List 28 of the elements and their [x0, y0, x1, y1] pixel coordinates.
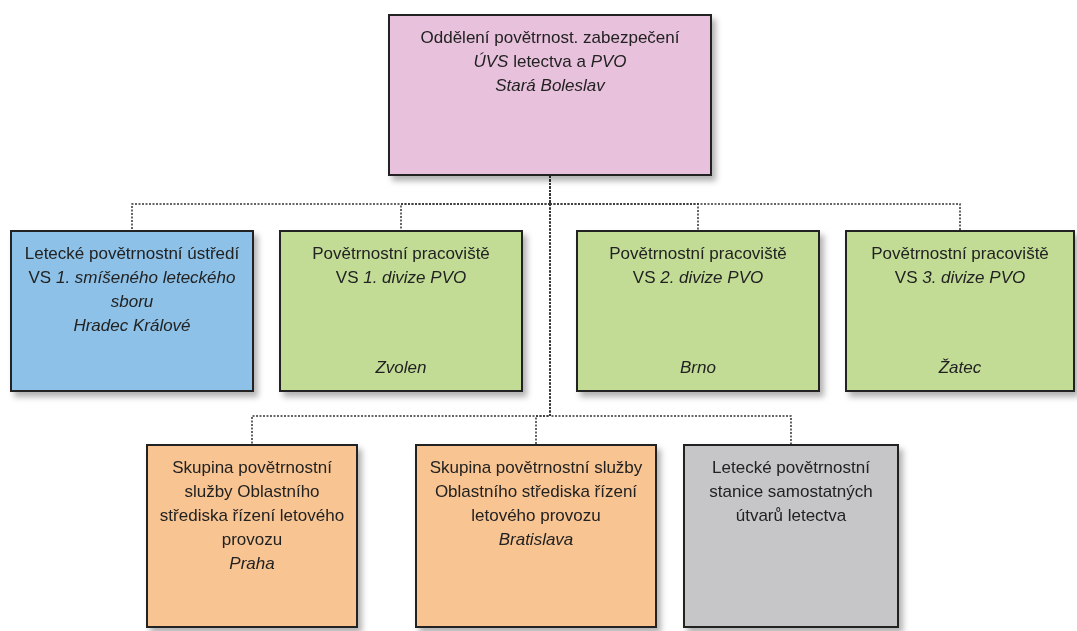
location-text: Zvolen: [375, 357, 427, 379]
unit-text: Povětrnostní pracoviště: [871, 243, 1049, 265]
location-text: Stará Boleslav: [495, 75, 605, 97]
org-box: [10, 230, 254, 392]
location-text: Bratislava: [498, 529, 574, 551]
org-box: [146, 444, 358, 628]
unit-text: Oddělení povětrnost. zabezpečení: [420, 27, 680, 49]
unit-text: ÚVS letectva a PVO: [473, 51, 627, 73]
org-box: [388, 14, 712, 176]
org-box: [683, 444, 899, 628]
unit-text: Skupina povětrnostní služby Oblastního střediska řízení letového provozu: [428, 457, 644, 527]
unit-text: VS 1. smíšeného leteckého sboru: [27, 267, 237, 313]
unit-text: Letecké povětrnostní stanice samostatných útvarů letectva: [708, 457, 874, 527]
location-text: Žatec: [938, 357, 982, 379]
location-text: Praha: [229, 553, 275, 575]
location-text: Hradec Králové: [73, 315, 191, 337]
org-box: [576, 230, 820, 392]
unit-text: Povětrnostní pracoviště: [312, 243, 490, 265]
org-box: [279, 230, 523, 392]
org-box: [415, 444, 657, 628]
unit-text: VS 2. divize PVO: [632, 267, 764, 289]
unit-text: VS 1. divize PVO: [335, 267, 467, 289]
unit-text: Letecké povětrnostní ústředí: [24, 243, 240, 265]
location-text: Brno: [680, 357, 716, 379]
unit-text: Povětrnostní pracoviště: [609, 243, 787, 265]
unit-text: VS 3. divize PVO: [894, 267, 1026, 289]
unit-text: Skupina povětrnostní služby Oblastního střediska řízení letového provozu: [158, 457, 346, 551]
org-box: [845, 230, 1075, 392]
